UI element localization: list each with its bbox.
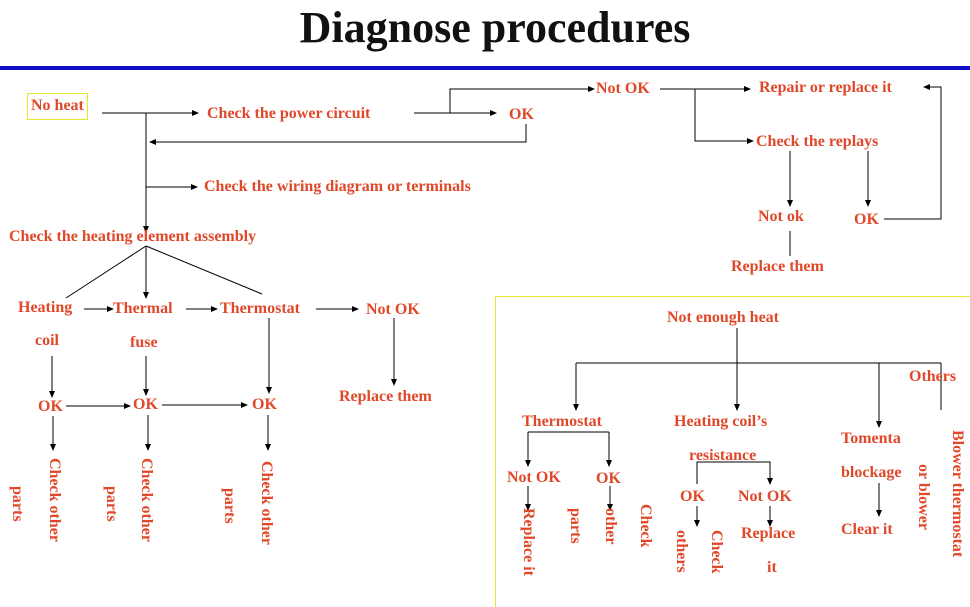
ne-replace-label: Replace xyxy=(741,525,796,542)
title-divider xyxy=(0,66,970,70)
ne-check: Check xyxy=(637,504,654,548)
repair-label: Repair or replace it xyxy=(759,79,892,96)
ne-coil-split xyxy=(696,461,773,485)
ne-resistance-label: resistance xyxy=(689,447,757,464)
ne-clear-it-label: Clear it xyxy=(841,521,893,538)
check-power-label: Check the power circuit xyxy=(207,105,371,122)
coil-label: coil xyxy=(35,332,59,349)
check-heating-label: Check the heating element assembly xyxy=(9,228,257,245)
thermostat-label: Thermostat xyxy=(220,300,300,317)
replace-them-2-label: Replace them xyxy=(339,388,432,405)
ok-b-label: OK xyxy=(133,396,158,413)
arrow-power-notok xyxy=(449,86,595,113)
ne-parts: parts xyxy=(567,508,584,544)
ne-or-blower: or blower xyxy=(915,464,932,530)
not-enough-heat-label: Not enough heat xyxy=(667,309,780,326)
ne-blockage-label: blockage xyxy=(841,464,902,481)
ne-notok2-label: Not OK xyxy=(738,488,792,505)
heating-label: Heating xyxy=(18,299,73,316)
ne-other: other xyxy=(602,508,619,545)
thermal-label: Thermal xyxy=(113,300,173,317)
fuse-label: fuse xyxy=(130,334,158,351)
ne-heating-coil-label: Heating coil’s xyxy=(674,413,768,430)
right-notok-label: Not OK xyxy=(366,301,420,318)
ne-it-label: it xyxy=(767,559,777,576)
ne-thermostat-label: Thermostat xyxy=(522,413,602,430)
ne-tomenta-label: Tomenta xyxy=(841,430,901,447)
check-wiring-label: Check the wiring diagram or terminals xyxy=(204,178,471,195)
fan-heating xyxy=(65,245,147,299)
replays-ok-label: OK xyxy=(854,211,879,228)
fan-thermostat xyxy=(145,245,263,295)
page-title: Diagnose procedures xyxy=(299,3,691,52)
ne-ok2-label: OK xyxy=(680,488,705,505)
check-replays-label: Check the replays xyxy=(756,133,879,150)
arrow-ok-repair xyxy=(884,84,942,220)
ne-ok-label: OK xyxy=(596,470,621,487)
ne-replace-it: Replace it xyxy=(520,508,537,576)
replays-notok-label: Not ok xyxy=(758,208,804,225)
parts-1: parts xyxy=(9,486,26,522)
replace-them-label: Replace them xyxy=(731,258,824,275)
power-notok-label: Not OK xyxy=(596,80,650,97)
arrow-notok-replays xyxy=(694,89,754,144)
ne-blower-thermostat: Blower thermostat xyxy=(949,430,966,558)
others-label: Others xyxy=(909,368,957,385)
ne-check2: Check xyxy=(708,530,725,574)
ok-a-label: OK xyxy=(38,398,63,415)
parts-3: parts xyxy=(221,488,238,524)
ok-c-label: OK xyxy=(252,396,277,413)
arrow-ok-back xyxy=(149,124,527,145)
ne-notok-label: Not OK xyxy=(507,469,561,486)
ne-others-vert: others xyxy=(673,530,690,573)
check-other-2: Check other xyxy=(138,458,155,542)
no-heat-box: No heat xyxy=(27,93,88,120)
not-enough-heat-frame xyxy=(495,296,970,607)
check-other-1: Check other xyxy=(46,458,63,542)
parts-2: parts xyxy=(103,486,120,522)
check-other-3: Check other xyxy=(258,461,275,545)
power-ok-label: OK xyxy=(509,106,534,123)
